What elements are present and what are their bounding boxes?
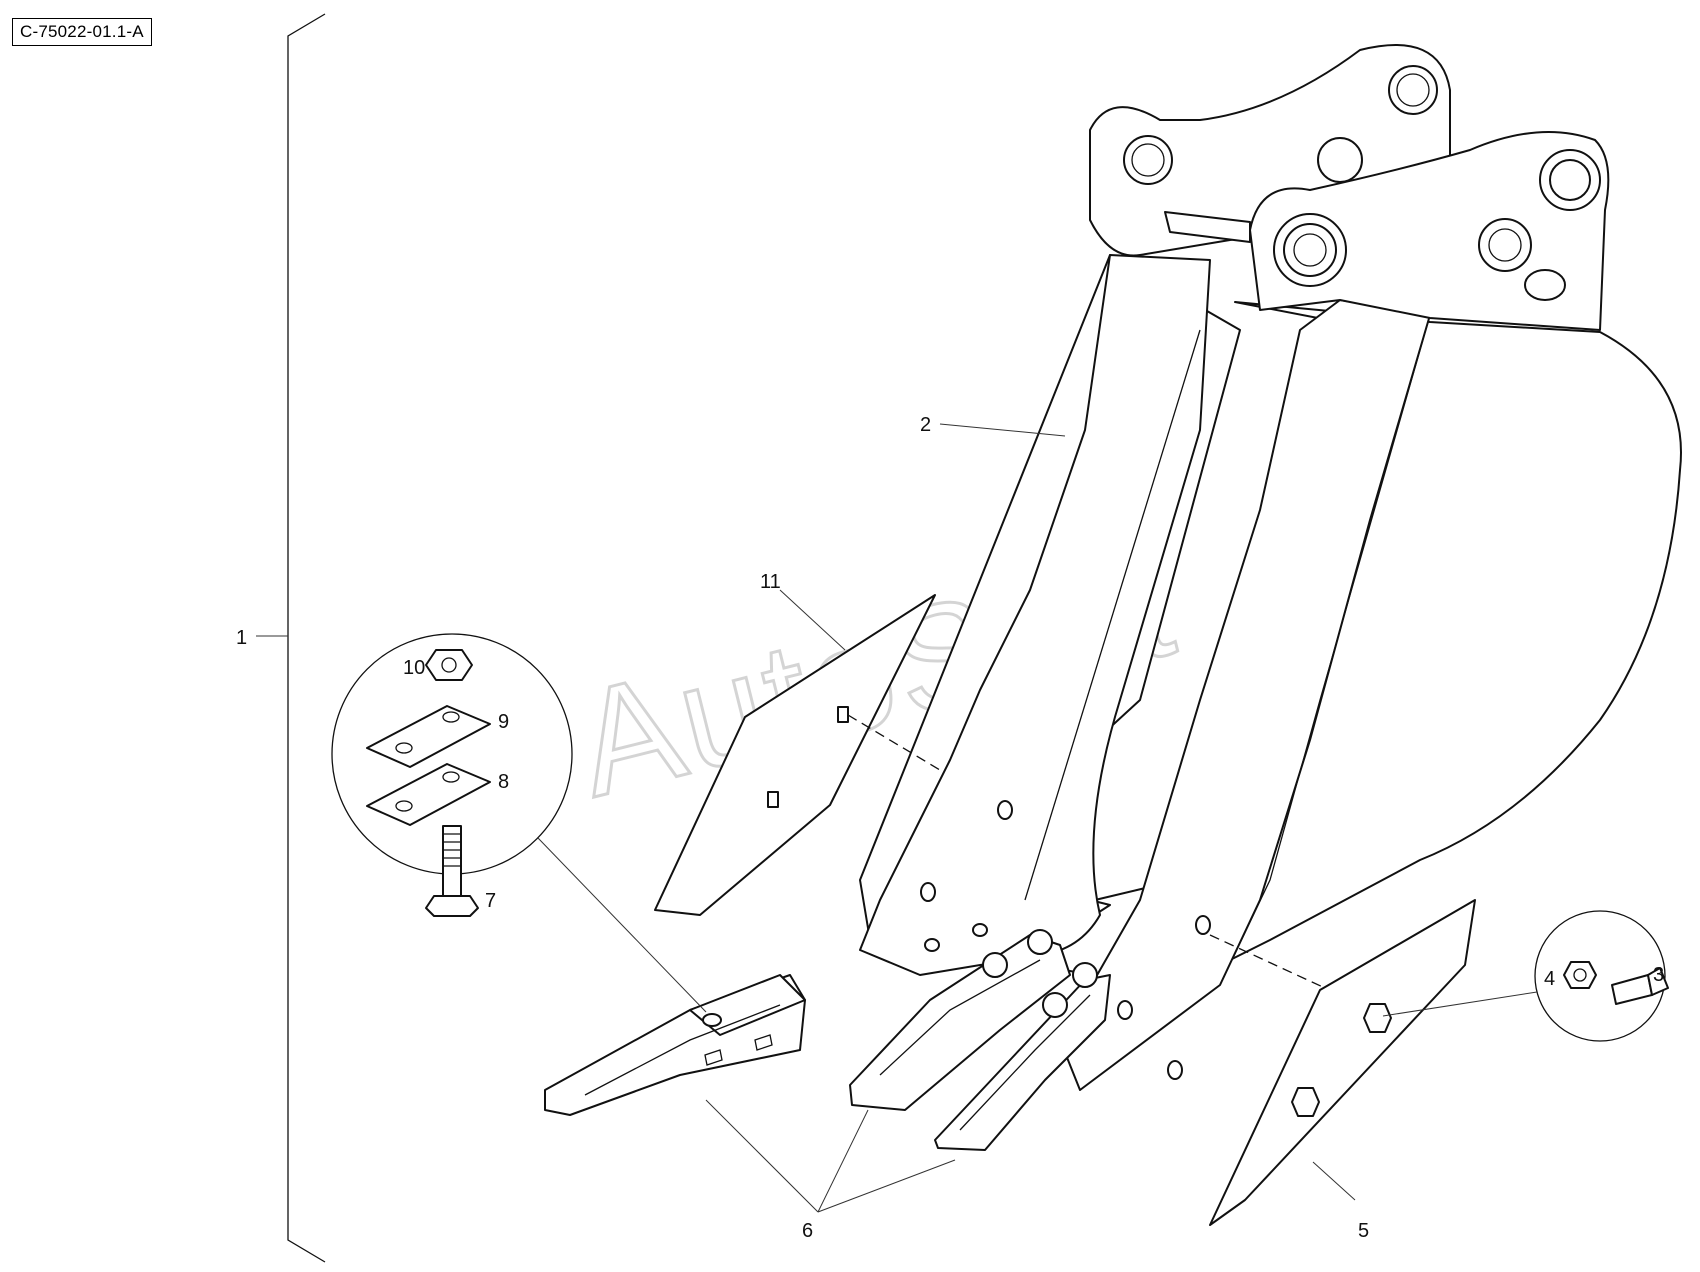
bucket-right-side-wall bbox=[1059, 299, 1431, 1091]
bucket-left-side-wall bbox=[859, 254, 1211, 976]
side-hole bbox=[997, 800, 1013, 820]
side-cutter-right-hole bbox=[1291, 1087, 1320, 1117]
plate-hole bbox=[395, 742, 413, 754]
callout-3: 3 bbox=[1653, 964, 1664, 986]
tooth-bolt-head bbox=[1027, 929, 1053, 955]
side-hole bbox=[1117, 1000, 1133, 1020]
washer-plate-9 bbox=[366, 705, 491, 768]
callout-10: 10 bbox=[403, 657, 425, 679]
nut-10 bbox=[425, 649, 473, 681]
tooth-recess bbox=[704, 1049, 723, 1066]
leader-line-4 bbox=[1382, 991, 1538, 1017]
ear-slot bbox=[1524, 269, 1566, 301]
nut-hex bbox=[1563, 961, 1597, 989]
nut-4 bbox=[1563, 961, 1597, 989]
assembly-bracket bbox=[287, 13, 326, 1263]
leader-line-2 bbox=[939, 423, 1066, 437]
nut-hex bbox=[425, 649, 473, 681]
bolt-threads bbox=[443, 833, 461, 867]
side-cutter-left-hole bbox=[767, 791, 779, 808]
ear-hole bbox=[1478, 218, 1532, 272]
leader-line-11 bbox=[779, 589, 846, 651]
mounting-ear-front bbox=[1249, 131, 1610, 331]
tooth-loose bbox=[544, 974, 806, 1116]
right-wall-front-edge bbox=[1219, 314, 1431, 986]
tooth-recess bbox=[754, 1034, 773, 1051]
side-cutter-left-bevel bbox=[744, 594, 936, 718]
leader-line-5 bbox=[1312, 1161, 1356, 1201]
bucket-shell bbox=[1199, 301, 1682, 961]
bolt-head bbox=[425, 895, 479, 917]
ear-pin-hole-inner bbox=[1293, 233, 1327, 267]
ear-pin-hole bbox=[1283, 223, 1337, 277]
tooth-bolt-head bbox=[1042, 992, 1068, 1018]
tooth-mounted-right bbox=[934, 962, 1111, 1151]
ear-pin-hole bbox=[1388, 65, 1438, 115]
plate-hole bbox=[442, 771, 460, 783]
side-hole bbox=[972, 923, 988, 937]
tooth-rib bbox=[584, 1004, 781, 1096]
side-hole bbox=[924, 938, 940, 952]
side-hole bbox=[1167, 1060, 1183, 1080]
tooth-pin-hole bbox=[702, 1013, 722, 1027]
side-hole bbox=[1195, 915, 1211, 935]
leader-line-detail bbox=[537, 837, 707, 1013]
ear-pin-hole-inner bbox=[1131, 143, 1165, 177]
nut-bore bbox=[441, 657, 457, 673]
tooth-body bbox=[849, 934, 1071, 1111]
ear-pin-hole bbox=[1123, 135, 1173, 185]
side-hole bbox=[920, 882, 936, 902]
callout-11: 11 bbox=[760, 571, 781, 593]
plate-hole bbox=[395, 800, 413, 812]
leader-line-6 bbox=[817, 1109, 869, 1213]
ear-hole bbox=[1317, 137, 1363, 183]
drawing-reference-label: C-75022-01.1-A bbox=[12, 18, 152, 46]
bolt-shank bbox=[442, 825, 462, 897]
ear-pin-hole bbox=[1549, 159, 1591, 201]
nut-bore bbox=[1573, 968, 1587, 982]
ear-pin-hole-inner bbox=[1396, 73, 1430, 107]
detail-circle-cutter-fasteners bbox=[1534, 910, 1666, 1042]
callout-1: 1 bbox=[236, 627, 247, 649]
bolt-7 bbox=[425, 825, 479, 917]
bolt-head bbox=[1647, 967, 1669, 996]
side-cutter-right-hole bbox=[1363, 1003, 1392, 1033]
callout-9: 9 bbox=[498, 711, 509, 733]
plate-outline bbox=[366, 705, 491, 768]
side-cutter-left bbox=[654, 594, 936, 916]
ear-hole-inner bbox=[1488, 228, 1522, 262]
callout-6: 6 bbox=[802, 1220, 813, 1242]
tooth-bolt-head bbox=[1072, 962, 1098, 988]
callout-8: 8 bbox=[498, 771, 509, 793]
side-cutter-right bbox=[1209, 899, 1476, 1226]
tooth-rib bbox=[879, 959, 1041, 1076]
side-cutter-right-bevel bbox=[1319, 899, 1476, 991]
plate-hole bbox=[442, 711, 460, 723]
bolt-shank bbox=[1611, 974, 1653, 1005]
tooth-rib bbox=[959, 994, 1091, 1131]
bucket-body bbox=[859, 44, 1682, 1091]
leader-line-6 bbox=[705, 1099, 819, 1213]
bolt-3 bbox=[1611, 967, 1669, 1005]
ear-cross-bar bbox=[1164, 211, 1251, 243]
tooth-mounted-left bbox=[849, 929, 1071, 1111]
side-cutter-left-hole bbox=[837, 706, 849, 723]
callout-7: 7 bbox=[485, 890, 496, 912]
washer-plate-8 bbox=[366, 763, 491, 826]
callout-5: 5 bbox=[1358, 1220, 1369, 1242]
tooth-bolt-head bbox=[982, 952, 1008, 978]
plate-outline bbox=[366, 763, 491, 826]
callout-4: 4 bbox=[1544, 968, 1555, 990]
side-cutter-left-axis bbox=[847, 714, 941, 771]
leader-line-6 bbox=[817, 1159, 956, 1213]
callout-2: 2 bbox=[920, 414, 931, 436]
side-cutter-right-axis bbox=[1209, 934, 1326, 989]
side-wall-inner-edge bbox=[1024, 329, 1201, 901]
